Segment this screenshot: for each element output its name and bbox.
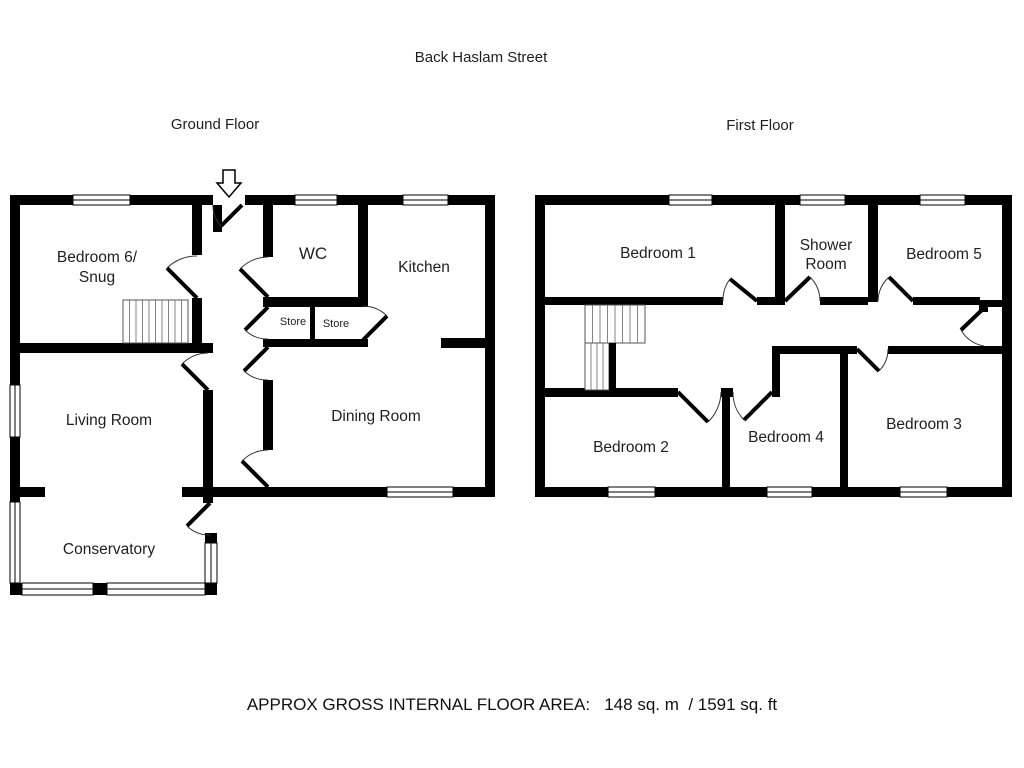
first-floor-label: First Floor — [726, 117, 794, 134]
window — [402, 194, 449, 206]
room-label-shower-line1: Shower — [800, 237, 853, 254]
bedroom3-door — [855, 347, 889, 373]
window — [799, 194, 846, 206]
room-label-conservatory: Conservatory — [63, 541, 155, 558]
window — [899, 486, 948, 498]
first-floor-plan: Bedroom 1 Shower Room Bedroom 5 Bedroom … — [535, 194, 1012, 498]
ground-floor-label: Ground Floor — [170, 116, 260, 133]
room-label-shower-line2: Room — [805, 256, 846, 273]
window — [294, 194, 338, 206]
window — [9, 501, 21, 584]
room-label-bedroom3: Bedroom 3 — [886, 416, 962, 433]
entrance-door — [212, 203, 244, 228]
ff-doors — [676, 275, 986, 424]
ff-stairs — [584, 304, 646, 391]
ff-outer-walls — [535, 195, 1012, 497]
window — [919, 194, 966, 206]
room-label-bedroom6-line1: Bedroom 6/ — [57, 249, 138, 266]
gf-doors — [165, 203, 389, 536]
ground-floor-plan: Bedroom 6/ Snug WC Kitchen Store Store L… — [9, 169, 495, 596]
room-label-bedroom6-line2: Snug — [79, 269, 115, 286]
living-room-door — [180, 352, 210, 392]
dining-room-door-top — [242, 345, 270, 381]
store2-door — [361, 305, 389, 342]
shower-room-door — [783, 275, 821, 303]
bedroom1-door — [722, 277, 759, 303]
room-label-kitchen: Kitchen — [398, 259, 450, 276]
bedroom6-door — [165, 255, 199, 300]
room-label-store2: Store — [323, 318, 349, 330]
landing-cupboard-door — [959, 306, 986, 347]
bedroom4-door — [732, 390, 774, 422]
window — [607, 486, 656, 498]
gf-outer-walls — [10, 195, 495, 502]
dining-room-door-bottom — [240, 449, 270, 489]
floor-area-summary: APPROX GROSS INTERNAL FLOOR AREA: 148 sq… — [246, 695, 778, 714]
entrance-arrow-icon — [215, 169, 243, 199]
window — [106, 582, 206, 596]
bedroom2-door — [676, 390, 722, 424]
wc-door — [238, 256, 270, 299]
gf-conservatory-glazing — [9, 501, 218, 596]
gf-windows — [9, 194, 454, 498]
ff-interior-walls — [545, 205, 1002, 487]
store1-door — [243, 305, 270, 340]
window — [668, 194, 713, 206]
window — [9, 384, 21, 438]
room-label-dining-room: Dining Room — [331, 408, 421, 425]
window — [72, 194, 131, 206]
window — [766, 486, 813, 498]
ff-windows — [607, 194, 966, 498]
room-label-living-room: Living Room — [66, 412, 152, 429]
window — [204, 542, 218, 584]
gf-interior-walls — [10, 205, 485, 503]
gf-room-labels: Bedroom 6/ Snug WC Kitchen Store Store L… — [57, 244, 450, 558]
conservatory-door — [185, 501, 212, 536]
gf-stairs — [122, 299, 189, 344]
bedroom5-door — [877, 275, 915, 303]
room-label-bedroom1: Bedroom 1 — [620, 245, 696, 262]
address-title: Back Haslam Street — [414, 49, 548, 66]
ff-room-labels: Bedroom 1 Shower Room Bedroom 5 Bedroom … — [593, 237, 982, 456]
room-label-wc: WC — [299, 244, 327, 263]
window — [21, 582, 94, 596]
room-label-bedroom5: Bedroom 5 — [906, 246, 982, 263]
window — [386, 486, 454, 498]
room-label-bedroom2: Bedroom 2 — [593, 439, 669, 456]
room-label-store1: Store — [280, 316, 306, 328]
room-label-bedroom4: Bedroom 4 — [748, 429, 824, 446]
